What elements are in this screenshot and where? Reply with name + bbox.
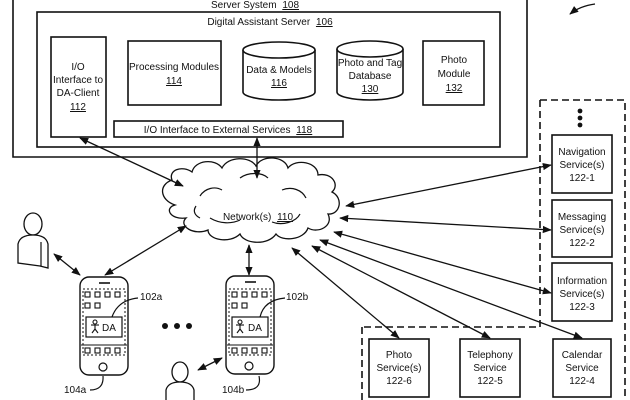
leader-line-102b (259, 297, 286, 318)
leader-line-104a (89, 375, 104, 391)
io-client-line-2: Interface to (53, 75, 103, 86)
da-label-a: DA (102, 323, 116, 334)
more-devices-dot (174, 323, 180, 329)
calendar-ref: 122-4 (569, 376, 595, 387)
photo-service-line-1: Photo (386, 350, 413, 361)
photo-module: Photo Module 132 (422, 40, 485, 106)
assistant-figure-icon (91, 319, 99, 334)
calendar-line-2: Service (565, 363, 599, 374)
photo-service-line-2: Service(s) (376, 363, 421, 374)
navigation-service: Navigation Service(s) 122-1 (551, 134, 613, 194)
calendar-line-1: Calendar (562, 350, 603, 361)
photo-service-ref: 122-6 (386, 376, 412, 387)
server-system-ref: 108 (282, 0, 299, 11)
svg-text:Digital Assistant Server: Digital Assistant Server 106 (207, 17, 333, 28)
arrow-network-photo-service (291, 247, 400, 339)
svg-text:I/O Interface to External Serv: I/O Interface to External Services 118 (144, 125, 313, 136)
io-external-ref: 118 (296, 125, 312, 136)
messaging-line-1: Messaging (558, 212, 606, 223)
photo-tag-line-1: Photo and Tag (338, 58, 402, 69)
assistant-figure-icon (236, 319, 244, 334)
photo-module-line-2: Module (438, 69, 471, 80)
svg-text:Server System 108: Server System 108 (211, 0, 299, 11)
io-interface-external-services: I/O Interface to External Services 118 (113, 120, 344, 138)
device-ref-104a: 104a (64, 385, 87, 396)
telephony-ref: 122-5 (477, 376, 503, 387)
network-cloud: Network(s) 110 (161, 157, 340, 243)
messaging-ref: 122-2 (569, 238, 595, 249)
network-ref: 110 (277, 212, 293, 223)
client-ref-102b: 102b (286, 292, 309, 303)
da-label-b: DA (248, 323, 262, 334)
server-system-label: Server System (211, 0, 277, 11)
telephony-line-1: Telephony (467, 350, 513, 361)
photo-module-line-1: Photo (441, 55, 468, 66)
user-a-icon (17, 212, 49, 269)
arrow-network-calendar (319, 239, 583, 339)
device-a-phone: DA (79, 276, 129, 376)
arrow-io-client-network (79, 137, 184, 187)
information-line-1: Information (557, 276, 607, 287)
da-client-a[interactable]: DA (85, 316, 123, 338)
more-devices-dot (162, 323, 168, 329)
processing-label: Processing Modules (129, 62, 219, 73)
more-devices-dot (186, 323, 192, 329)
leader-line-104b (245, 375, 261, 391)
calendar-service: Calendar Service 122-4 (552, 338, 612, 398)
photo-tag-line-2: Database (349, 71, 392, 82)
photo-service: Photo Service(s) 122-6 (368, 338, 430, 398)
arrow-user-b-device-b (197, 357, 223, 371)
telephony-service: Telephony Service 122-5 (459, 338, 521, 398)
arrow-network-telephony (311, 245, 491, 339)
device-b-phone: DA (225, 275, 275, 375)
photo-tag-ref: 130 (362, 84, 379, 95)
arrow-network-messaging (339, 214, 552, 234)
user-b-icon (165, 361, 195, 400)
more-services-dot (577, 115, 583, 121)
leader-line-102a (111, 297, 139, 318)
messaging-service: Messaging Service(s) 122-2 (551, 199, 613, 258)
processing-ref: 114 (166, 76, 182, 87)
arrow-network-information (333, 230, 552, 295)
arrow-user-a-device-a (53, 253, 81, 276)
network-label: Network(s) (223, 212, 271, 223)
telephony-line-2: Service (473, 363, 507, 374)
client-ref-102a: 102a (140, 292, 163, 303)
messaging-line-2: Service(s) (559, 225, 604, 236)
data-models-ref: 116 (271, 78, 287, 89)
io-external-label: I/O Interface to External Services (144, 125, 291, 136)
io-interface-da-client: I/O Interface to DA-Client 112 (50, 36, 107, 138)
server-system-box: Server System 108 (12, 0, 528, 158)
da-server-label: Digital Assistant Server (207, 17, 310, 28)
da-client-b[interactable]: DA (231, 316, 269, 338)
information-service: Information Service(s) 122-3 (551, 262, 613, 322)
navigation-line-2: Service(s) (559, 160, 604, 171)
device-ref-104b: 104b (222, 385, 245, 396)
io-client-line-3: DA-Client (57, 88, 100, 99)
da-server-ref: 106 (316, 17, 333, 28)
more-services-dot (577, 108, 583, 114)
information-ref: 122-3 (569, 302, 595, 313)
information-line-2: Service(s) (559, 289, 604, 300)
photo-module-ref: 132 (446, 83, 463, 94)
navigation-line-1: Navigation (558, 147, 605, 158)
svg-text:Network(s) 110: Network(s) 110 (223, 212, 294, 223)
processing-modules: Processing Modules 114 (127, 40, 222, 106)
figure-pointer-arrow (569, 3, 596, 15)
arrow-network-navigation (345, 163, 552, 208)
more-services-dot (577, 122, 583, 128)
io-client-ref: 112 (70, 102, 86, 113)
data-models-label: Data & Models (246, 65, 312, 76)
photo-tag-database: Photo and Tag Database 130 (336, 40, 404, 101)
navigation-ref: 122-1 (569, 173, 595, 184)
data-models-database: Data & Models 116 (242, 41, 316, 101)
arrow-network-device-a (104, 225, 187, 276)
io-client-line-1: I/O (71, 62, 85, 73)
